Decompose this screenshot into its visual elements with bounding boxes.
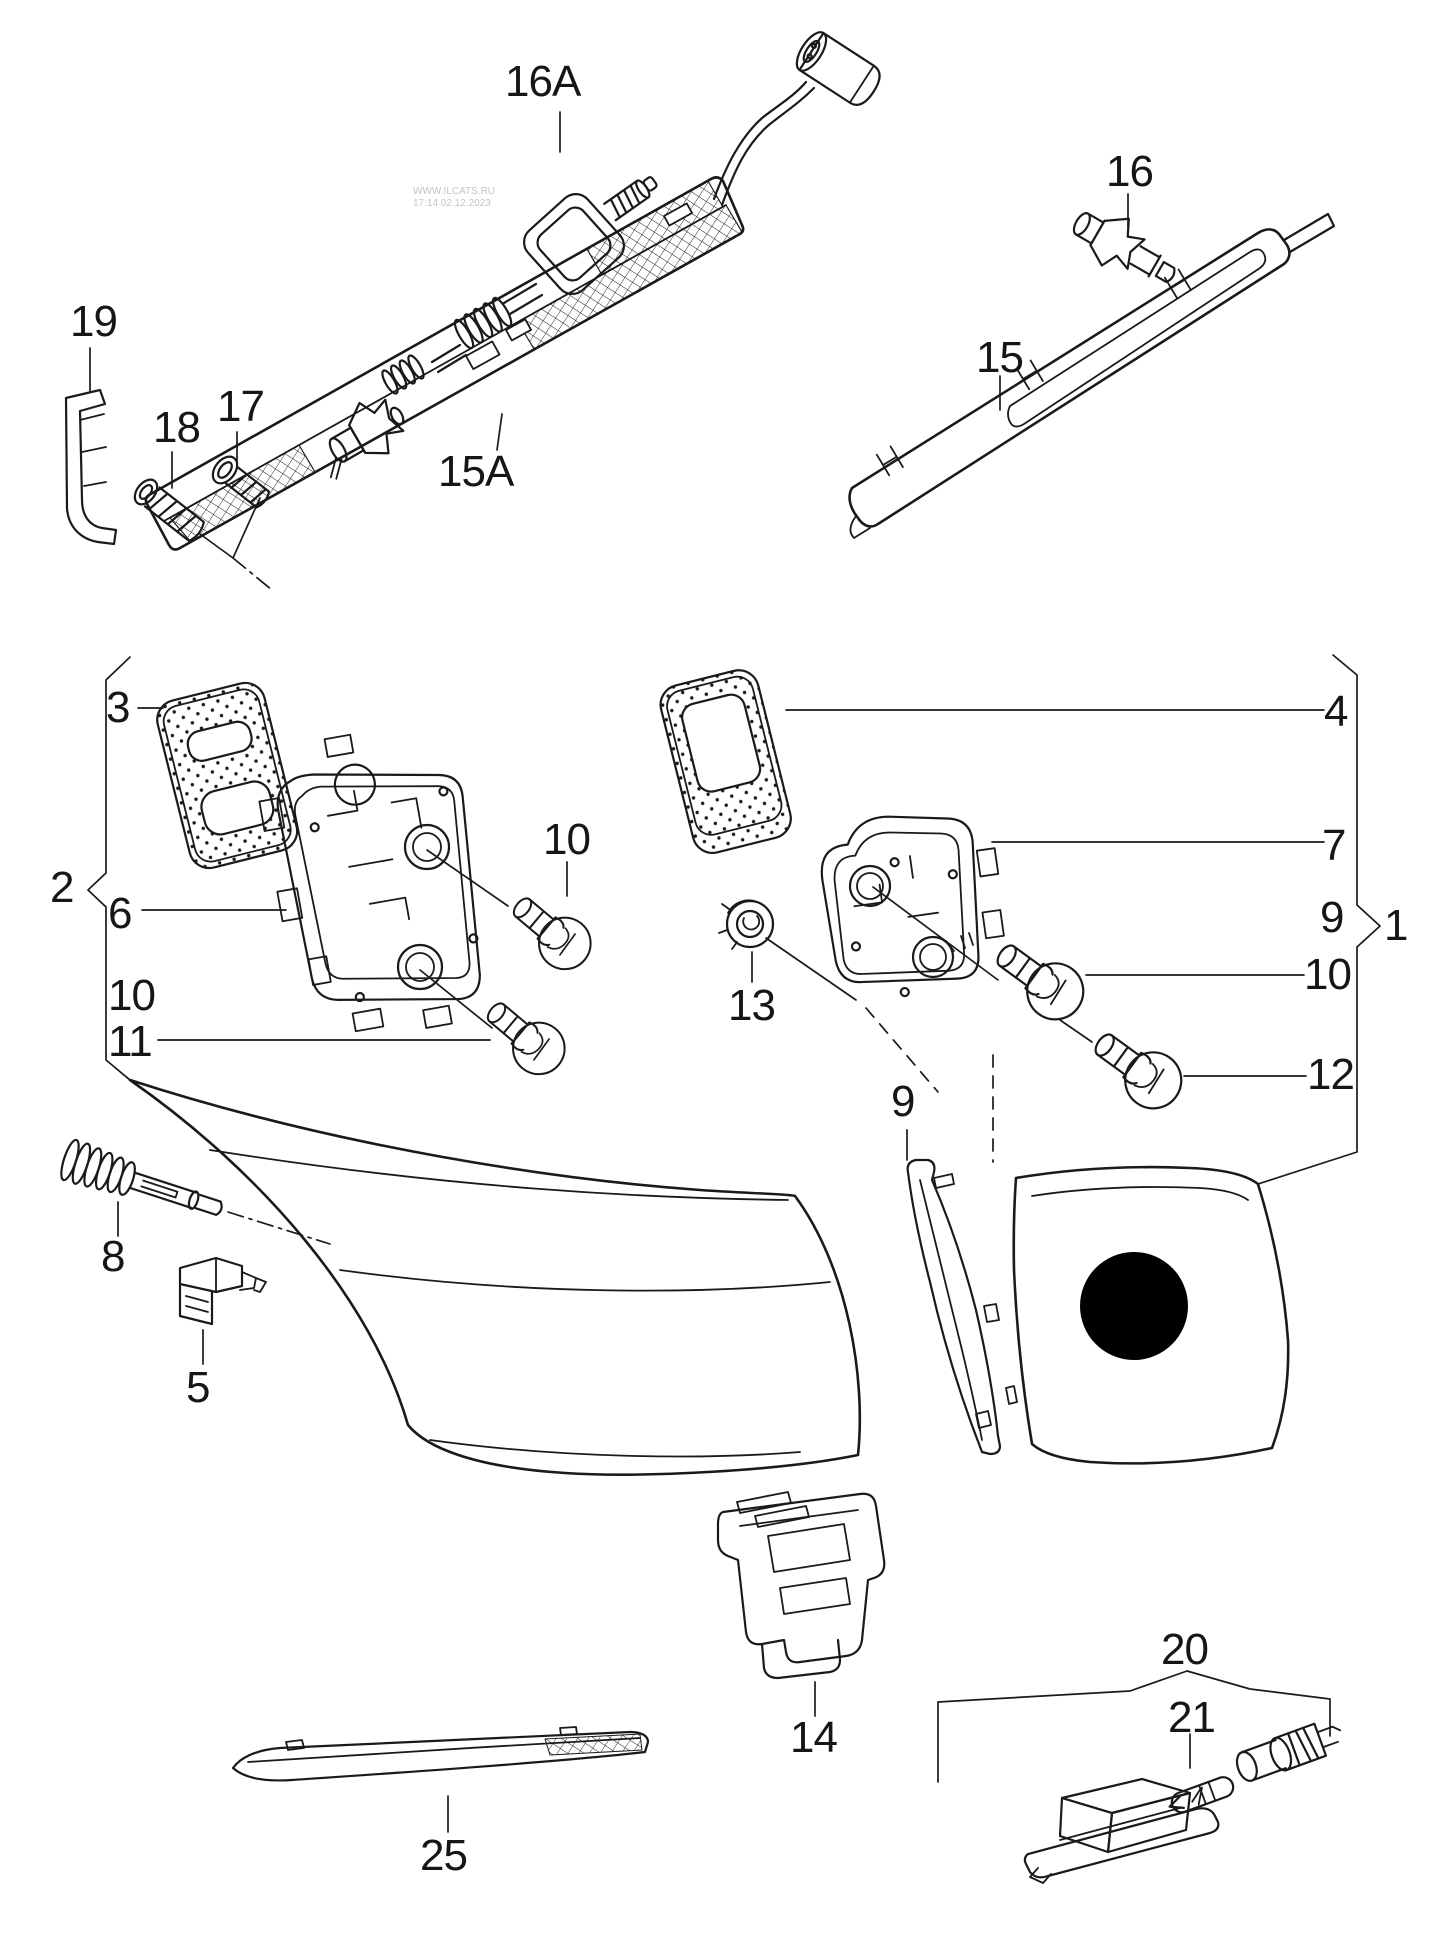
bulb-21 — [1168, 1776, 1235, 1814]
bulb-socket-assembly-16a — [328, 176, 658, 480]
callout-11: 11 — [108, 1017, 153, 1066]
group-bracket-1 — [1257, 654, 1381, 1185]
clip-5 — [178, 1256, 267, 1326]
callout-9-strip: 9 — [891, 1077, 916, 1126]
callout-14: 14 — [790, 1713, 838, 1762]
bulb-carrier-6 — [258, 733, 481, 1033]
callout-1: 1 — [1384, 901, 1409, 950]
group-bracket-2 — [87, 656, 131, 1081]
outer-tail-light — [128, 1078, 862, 1476]
watermark-timestamp: 17:14 02.12.2023 — [413, 198, 491, 209]
bulb-socket-16 — [1072, 212, 1176, 284]
watermark-site: WWW.ILCATS.RU — [413, 186, 496, 197]
brake-light-cable — [712, 80, 816, 207]
bulb-11 — [474, 987, 577, 1086]
callout-13: 13 — [728, 981, 776, 1030]
callout-15: 15 — [976, 333, 1024, 382]
leader-lines — [89, 111, 1325, 1833]
cable-connector — [795, 31, 881, 106]
bulb-12 — [1081, 1017, 1194, 1121]
brake-light-15 — [848, 212, 1336, 539]
callout-12: 12 — [1307, 1050, 1355, 1099]
holder-14 — [716, 1491, 886, 1680]
gasket-3 — [156, 681, 299, 870]
callout-4: 4 — [1324, 687, 1349, 736]
callout-5: 5 — [186, 1363, 211, 1412]
callout-6: 6 — [108, 889, 133, 938]
bulb-holder-20 — [1235, 1722, 1342, 1782]
callout-9-right: 9 — [1320, 893, 1345, 942]
callout-10-upper: 10 — [543, 815, 591, 864]
callout-8: 8 — [101, 1232, 126, 1281]
screw-17 — [211, 455, 271, 509]
callout-16: 16 — [1106, 147, 1154, 196]
callout-7: 7 — [1322, 821, 1347, 870]
inner-tail-light — [1005, 1165, 1290, 1465]
lens-black-dot — [1080, 1252, 1188, 1360]
callout-10-right: 10 — [1304, 950, 1352, 999]
callout-17: 17 — [217, 382, 265, 431]
trim-strip-9 — [906, 1158, 1002, 1456]
callout-18: 18 — [153, 403, 201, 452]
bulb-carrier-7 — [820, 815, 1005, 998]
callout-3: 3 — [106, 683, 131, 732]
callout-25: 25 — [420, 1831, 468, 1880]
reflector-25 — [231, 1726, 650, 1782]
callout-10-left: 10 — [108, 971, 156, 1020]
callout-21: 21 — [1168, 1693, 1216, 1742]
nut-13 — [718, 899, 775, 950]
adjuster-screw-8 — [60, 1138, 223, 1216]
gasket-4 — [659, 669, 792, 854]
callout-2: 2 — [50, 863, 75, 912]
bulb-10-right — [983, 928, 1096, 1032]
clip-19 — [64, 388, 118, 546]
screw-18 — [133, 478, 205, 542]
callout-15a: 15A — [438, 447, 514, 496]
callout-16a: 16A — [505, 57, 581, 106]
callout-19: 19 — [70, 297, 118, 346]
license-plate-light-housing — [1023, 1777, 1220, 1884]
callout-20: 20 — [1161, 1625, 1209, 1674]
bulb-10-upper — [500, 882, 603, 981]
group-bracket-20 — [937, 1670, 1331, 1783]
watermark: WWW.ILCATS.RU 17:14 02.12.2023 — [413, 186, 495, 210]
